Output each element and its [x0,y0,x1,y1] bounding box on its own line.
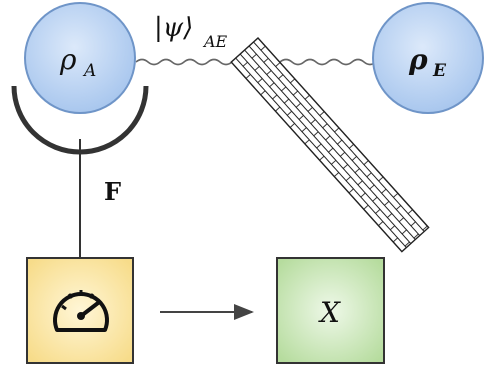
entanglement-subscript: AE [202,32,228,51]
brick-wall [230,37,430,253]
output-node-label: X [318,296,341,329]
measurement-device [26,257,134,364]
entanglement-label: |ψ⟩ [154,13,193,43]
system-node-subscript: A [82,61,96,81]
output-node: X [276,257,385,364]
measurement-link-label: F [104,177,121,206]
gauge-icon [53,290,109,332]
system-node: ρ A [24,2,136,114]
environment-node-subscript: E [432,61,447,81]
system-node-label: ρ [59,43,77,76]
environment-node-label: ρ [408,43,428,76]
environment-node: ρ E [372,2,484,114]
